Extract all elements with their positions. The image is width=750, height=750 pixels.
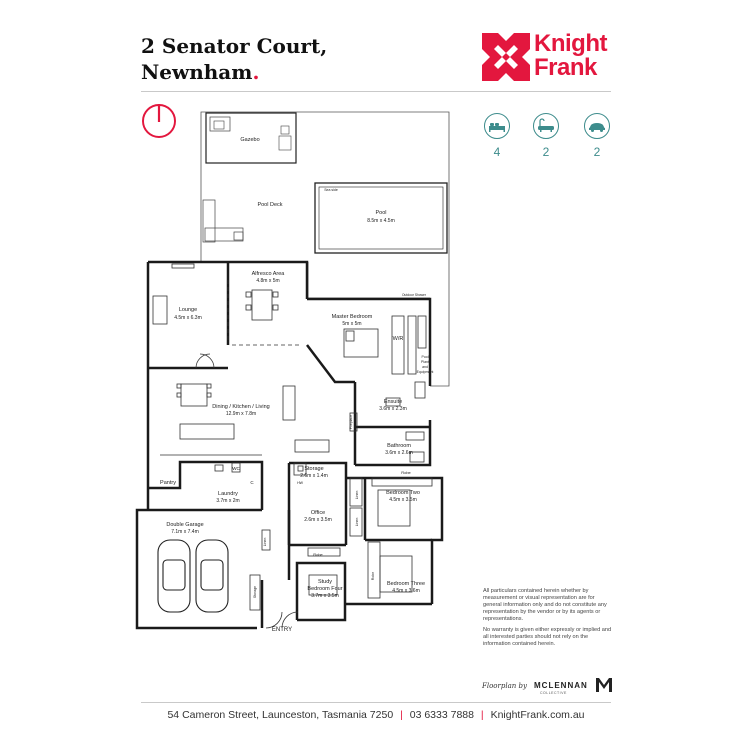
- address-line-2: Newnham: [141, 60, 253, 84]
- knight-frank-logo: Knight Frank: [482, 32, 612, 82]
- bathrooms-count: 2: [542, 145, 550, 159]
- label-pool-deck: Pool Deck: [257, 202, 282, 208]
- footer-contact: 54 Cameron Street, Launceston, Tasmania …: [141, 709, 611, 721]
- label-office-dims: 2.6m x 3.5m: [304, 517, 332, 523]
- interior-fixtures: [152, 263, 433, 629]
- label-pool-dims: 8.5m x 4.5m: [367, 218, 395, 224]
- label-wir: W/R: [393, 336, 404, 342]
- label-bedroom-three: Bedroom Three: [387, 581, 425, 587]
- bedrooms-count: 4: [493, 145, 501, 159]
- label-pool-small: Sea side: [324, 188, 338, 192]
- label-bathroom: Bathroom: [387, 443, 411, 449]
- knight-frank-mark-icon: [482, 33, 530, 81]
- property-address: 2 Senator Court, Newnham.: [141, 33, 327, 85]
- mclennan-logo-icon: [596, 678, 612, 692]
- label-entry: ENTRY: [272, 627, 292, 633]
- label-c: C: [250, 480, 254, 485]
- label-ensuite: Ensuite: [384, 399, 402, 405]
- address-dot: .: [252, 60, 260, 84]
- label-office: Office: [311, 510, 325, 516]
- disclaimer: All particulars contained herein whether…: [483, 588, 613, 652]
- footer-separator-2: |: [480, 709, 484, 721]
- pool: [314, 182, 448, 254]
- bed-icon: [484, 113, 510, 139]
- footer-phone[interactable]: 03 6333 7888: [409, 709, 474, 721]
- label-pool-plant-3: and: [422, 365, 428, 369]
- label-hw: HW: [297, 481, 304, 485]
- brand-name-line2: Frank: [534, 54, 597, 81]
- room-labels: Gazebo Pool Deck Sea side Pool 8.5m x 4.…: [160, 137, 433, 633]
- label-bedroom-two: Bedroom Two: [386, 490, 420, 496]
- label-lounge-dims: 4.5m x 6.3m: [174, 315, 202, 321]
- label-master-bedroom: Master Bedroom: [332, 314, 373, 320]
- footer-address: 54 Cameron Street, Launceston, Tasmania …: [167, 709, 394, 721]
- label-dining-dims: 12.9m x 7.8m: [226, 411, 256, 417]
- bathrooms-stat: 2: [528, 113, 564, 159]
- label-laundry-dims: 3.7m x 2m: [216, 498, 239, 504]
- label-robe-1: Robe: [401, 470, 411, 475]
- label-robe-3: Robe: [371, 572, 375, 580]
- label-linen-1: Linen: [355, 491, 359, 500]
- label-linen-3: Linen: [263, 538, 267, 547]
- label-pool-plant-1: Pool: [421, 355, 428, 359]
- label-pool: Pool: [375, 210, 386, 216]
- gazebo: [205, 112, 297, 164]
- brand-name: Knight Frank: [534, 32, 607, 80]
- footer-separator-1: |: [400, 709, 403, 721]
- label-linen-2: Linen: [355, 518, 359, 527]
- label-pool-plant-2: Plant: [421, 360, 429, 364]
- credit-sub: COLLECTIVE: [540, 691, 567, 695]
- disclaimer-paragraph-2: No warranty is given either expressly or…: [483, 627, 612, 647]
- label-alfresco-dims: 4.8m x 5m: [256, 278, 279, 284]
- brand-name-line1: Knight: [534, 30, 607, 57]
- label-bedroom-four: Bedroom Four: [307, 586, 342, 592]
- car-icon: [584, 113, 610, 139]
- house-walls: [135, 260, 444, 630]
- bath-icon: [533, 113, 559, 139]
- label-master-dims: 5m x 5m: [342, 321, 361, 327]
- label-laundry: Laundry: [218, 491, 238, 497]
- credit-prefix: Floorplan by: [482, 682, 527, 690]
- label-bathroom-dims: 3.6m x 2.6m: [385, 450, 413, 456]
- label-storage: Storage: [304, 466, 323, 472]
- label-garage-dims: 7.1m x 7.4m: [171, 529, 199, 535]
- label-bedroom-two-dims: 4.5m x 3.5m: [389, 497, 417, 503]
- label-lounge: Lounge: [179, 307, 197, 313]
- label-garage: Double Garage: [166, 522, 203, 528]
- label-fireplace: Fireplace: [349, 415, 353, 429]
- label-pantry: Pantry: [160, 480, 176, 486]
- bedrooms-stat: 4: [479, 113, 515, 159]
- parking-stat: 2: [579, 113, 615, 159]
- label-bedroom-four-dims: 3.7m x 3.5m: [311, 593, 339, 599]
- label-alfresco: Alfresco Area: [252, 271, 286, 277]
- label-outdoor-shower: Outdoor Shower: [402, 293, 427, 297]
- north-arrow-icon: [138, 100, 180, 147]
- footer-divider: [141, 702, 611, 703]
- rotated-labels: Fireplace Linen Linen Robe Linen Storage: [253, 415, 375, 598]
- header-divider: [141, 91, 611, 92]
- garage-cars: [157, 539, 229, 613]
- label-robe-2: Robe: [313, 552, 323, 557]
- label-pool-plant-4: Equipment: [417, 370, 434, 374]
- label-study: Study: [318, 579, 332, 585]
- parking-count: 2: [593, 145, 601, 159]
- label-gazebo: Gazebo: [240, 137, 259, 143]
- label-storage-dims: 2.6m x 1.4m: [300, 473, 328, 479]
- floorplan-credit: Floorplan by MCLENNAN COLLECTIVE: [482, 676, 612, 696]
- label-dining: Dining / Kitchen / Living: [212, 404, 269, 410]
- label-ensuite-dims: 3.6m x 2.3m: [379, 406, 407, 412]
- label-storage-garage: Storage: [253, 586, 257, 598]
- disclaimer-paragraph-1: All particulars contained herein whether…: [483, 588, 607, 622]
- credit-name: MCLENNAN: [534, 681, 588, 690]
- pool-deck-furniture: [202, 199, 244, 243]
- label-bedroom-three-dims: 4.5m x 3.6m: [392, 588, 420, 594]
- address-line-1: 2 Senator Court,: [141, 34, 328, 58]
- footer-website[interactable]: KnightFrank.com.au: [490, 709, 585, 721]
- label-wc: WC: [232, 466, 240, 471]
